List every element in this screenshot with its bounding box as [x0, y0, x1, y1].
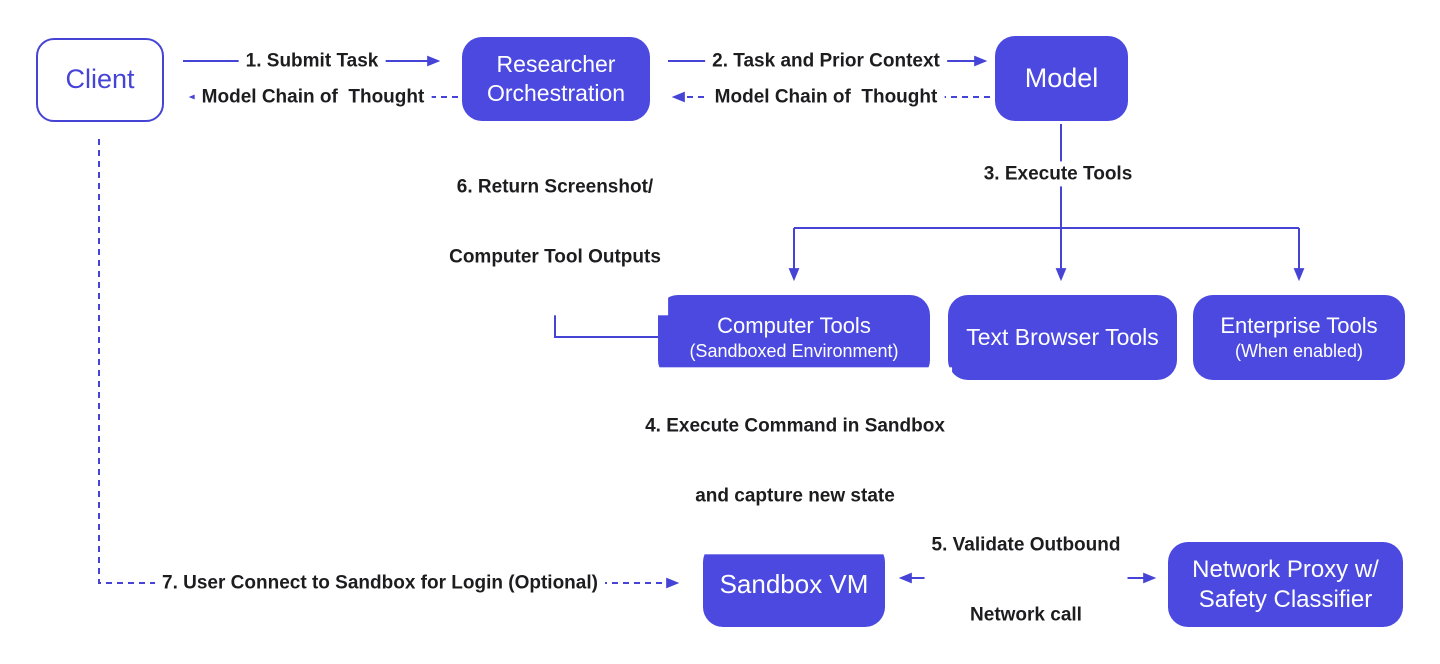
enterprise-tools-node: Enterprise Tools (When enabled): [1193, 295, 1405, 380]
network-proxy-label-line2: Safety Classifier: [1198, 585, 1373, 613]
edge-label-model-cot-to-client: Model Chain of Thought: [194, 84, 432, 110]
edge-label-return-screenshot-line1: 6. Return Screenshot/: [456, 176, 654, 198]
model-node-label: Model: [1024, 62, 1099, 93]
text-browser-tools-node: Text Browser Tools: [948, 295, 1177, 380]
edge-label-return-screenshot: 6. Return Screenshot/ Computer Tool Outp…: [442, 128, 668, 316]
edge-label-validate-outbound-line2: Network call: [970, 604, 1082, 626]
edge-label-validate-outbound: 5. Validate Outbound Network call: [924, 486, 1128, 664]
edge-label-execute-tools: 3. Execute Tools: [976, 161, 1140, 187]
edge-label-execute-command-line1: 4. Execute Command in Sandbox: [645, 415, 945, 437]
computer-tools-label-line2: (Sandboxed Environment): [689, 340, 899, 361]
researcher-orchestration-node: Researcher Orchestration: [462, 37, 650, 121]
edge-label-execute-command-line2: and capture new state: [695, 485, 895, 507]
computer-tools-label-line1: Computer Tools: [717, 313, 871, 339]
sandbox-vm-node: Sandbox VM: [703, 542, 885, 627]
computer-tools-node: Computer Tools (Sandboxed Environment): [658, 295, 930, 380]
researcher-orchestration-label-line1: Researcher: [496, 51, 616, 78]
text-browser-tools-label: Text Browser Tools: [966, 324, 1159, 351]
researcher-orchestration-label-line2: Orchestration: [486, 80, 626, 106]
enterprise-tools-label-line2: (When enabled): [1234, 340, 1364, 361]
enterprise-tools-label-line1: Enterprise Tools: [1220, 313, 1378, 339]
edge-label-submit-task: 1. Submit Task: [238, 48, 386, 74]
client-node: Client: [36, 38, 164, 122]
sandbox-vm-label: Sandbox VM: [719, 569, 869, 600]
edge-label-validate-outbound-line1: 5. Validate Outbound: [931, 534, 1121, 556]
edge-label-task-and-prior-context: 2. Task and Prior Context: [705, 48, 947, 74]
model-node: Model: [995, 36, 1128, 121]
edge-label-execute-command: 4. Execute Command in Sandbox and captur…: [638, 367, 952, 555]
edge-label-user-connect: 7. User Connect to Sandbox for Login (Op…: [155, 570, 605, 596]
edge-label-return-screenshot-line2: Computer Tool Outputs: [449, 246, 661, 268]
network-proxy-node: Network Proxy w/ Safety Classifier: [1168, 542, 1403, 627]
edge-label-model-cot-to-orchestration: Model Chain of Thought: [707, 84, 945, 110]
network-proxy-label-line1: Network Proxy w/: [1192, 555, 1379, 583]
client-node-label: Client: [65, 64, 135, 95]
